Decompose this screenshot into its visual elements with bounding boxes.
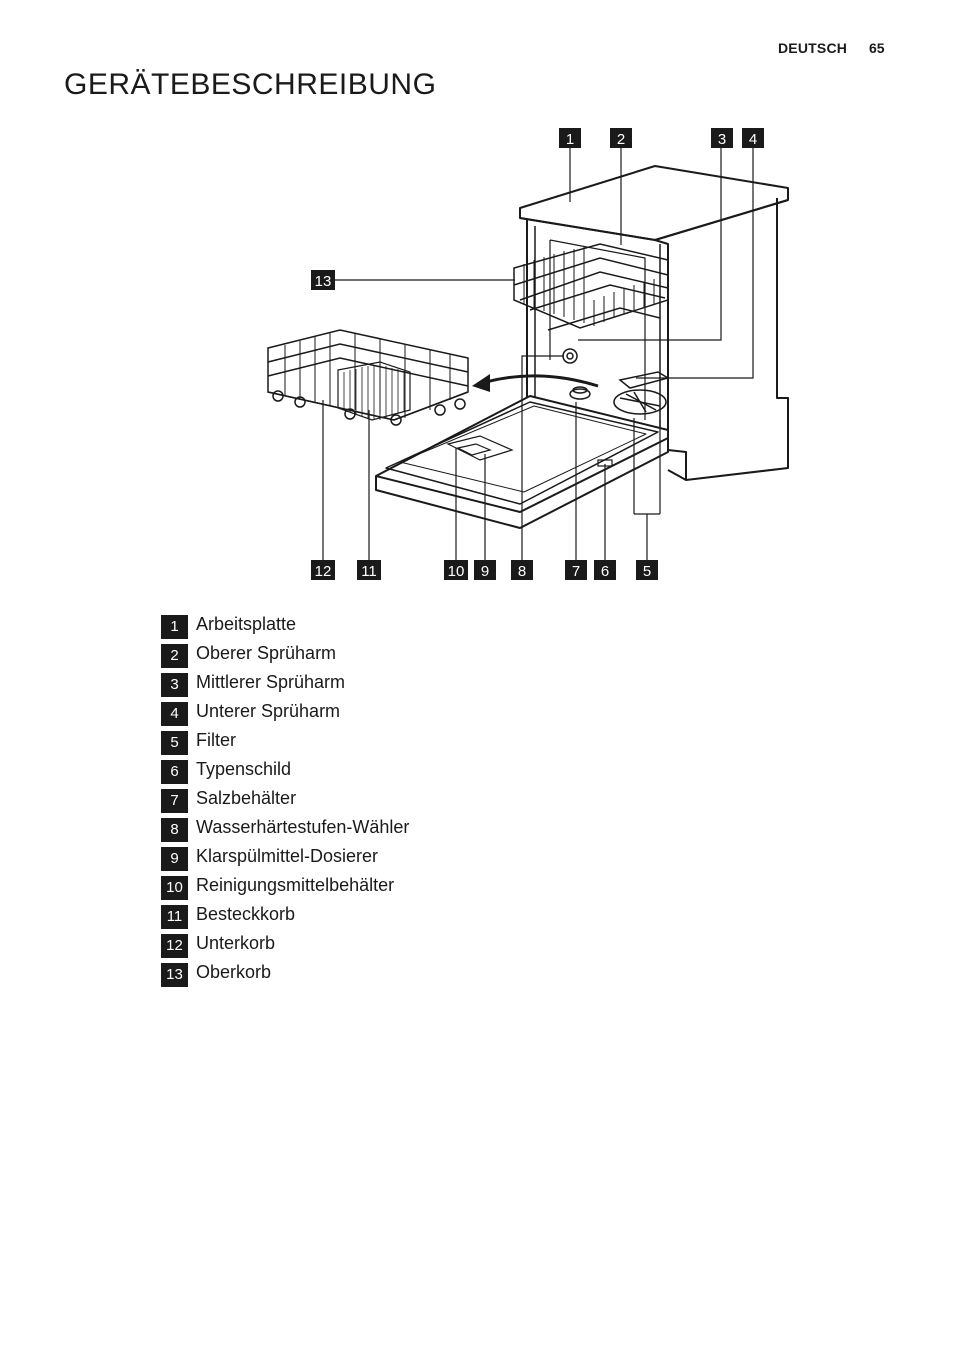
legend-label: Reinigungsmittelbehälter <box>196 875 395 895</box>
legend-item: 3 Mittlerer Sprüharm <box>161 668 409 697</box>
legend-number: 2 <box>161 643 188 668</box>
detergent-dispenser <box>446 435 514 461</box>
legend-item: 5 Filter <box>161 726 409 755</box>
callout-9-box <box>474 560 496 580</box>
callout-2-box <box>610 128 632 148</box>
diagram-callouts: 1 2 3 4 13 12 11 10 9 8 7 6 5 <box>311 128 764 580</box>
legend-label: Unterkorb <box>196 933 276 953</box>
callout-11: 11 <box>361 563 377 580</box>
legend-item: 9 Klarspülmittel-Dosierer <box>161 842 409 871</box>
callout-8: 8 <box>518 563 526 580</box>
legend-number: 9 <box>161 846 188 871</box>
legend-item: 7 Salzbehälter <box>161 784 409 813</box>
legend-item: 1 Arbeitsplatte <box>161 610 409 639</box>
callout-13: 13 <box>315 273 332 290</box>
callout-4: 4 <box>749 131 757 148</box>
callout-2: 2 <box>617 131 625 148</box>
callout-4-box <box>742 128 764 148</box>
legend-item: 13 Oberkorb <box>161 958 409 987</box>
callout-10-box <box>444 560 468 580</box>
callout-3: 3 <box>718 131 726 148</box>
callout-7-box <box>565 560 587 580</box>
callout-9: 9 <box>481 563 489 580</box>
salt-container <box>569 386 591 400</box>
callout-1-box <box>559 128 581 148</box>
legend-item: 2 Oberer Sprüharm <box>161 639 409 668</box>
dishwasher-diagram: 1 2 3 4 13 12 11 10 9 8 7 6 5 <box>267 128 789 580</box>
legend-label: Salzbehälter <box>196 788 297 808</box>
upper-basket <box>513 243 669 331</box>
leader-lines <box>322 148 754 560</box>
legend-label: Typenschild <box>196 759 292 779</box>
legend-label: Klarspülmittel-Dosierer <box>196 846 379 866</box>
legend-label: Wasserhärtestufen-Wähler <box>196 817 410 837</box>
legend-label: Filter <box>196 730 236 750</box>
callout-13-box <box>311 270 335 290</box>
callout-6-box <box>594 560 616 580</box>
lower-basket <box>267 329 469 426</box>
callout-6: 6 <box>601 563 609 580</box>
legend-label: Arbeitsplatte <box>196 614 297 634</box>
legend-item: 10 Reinigungsmittelbehälter <box>161 871 409 900</box>
worktop <box>519 165 789 241</box>
callout-12: 12 <box>315 563 332 580</box>
legend-number: 5 <box>161 730 188 755</box>
removal-arrow <box>472 374 599 392</box>
callout-10: 10 <box>448 563 465 580</box>
callout-7: 7 <box>572 563 580 580</box>
legend-number: 6 <box>161 759 188 784</box>
legend-item: 6 Typenschild <box>161 755 409 784</box>
legend-number: 10 <box>161 875 188 900</box>
callout-1: 1 <box>566 131 574 148</box>
legend-number: 1 <box>161 614 188 639</box>
legend-number: 13 <box>161 962 188 987</box>
legend-label: Besteckkorb <box>196 904 296 924</box>
callout-3-box <box>711 128 733 148</box>
header-language: DEUTSCH <box>778 40 848 56</box>
legend-label: Oberer Sprüharm <box>196 643 337 663</box>
legend-number: 12 <box>161 933 188 958</box>
legend-number: 7 <box>161 788 188 813</box>
legend-label: Unterer Sprüharm <box>196 701 341 721</box>
callout-12-box <box>311 560 335 580</box>
legend-number: 8 <box>161 817 188 842</box>
water-hardness-dial <box>562 348 578 364</box>
callout-11-box <box>357 560 381 580</box>
legend-item: 11 Besteckkorb <box>161 900 409 929</box>
legend-label: Mittlerer Sprüharm <box>196 672 346 692</box>
cutlery-basket <box>337 361 411 421</box>
callout-8-box <box>511 560 533 580</box>
legend-item: 12 Unterkorb <box>161 929 409 958</box>
callout-5: 5 <box>643 563 651 580</box>
legend-number: 4 <box>161 701 188 726</box>
page-number: 65 <box>869 40 885 56</box>
legend-item: 8 Wasserhärtestufen-Wähler <box>161 813 409 842</box>
parts-legend: 1 Arbeitsplatte 2 Oberer Sprüharm 3 Mittler… <box>161 610 409 987</box>
legend-label: Oberkorb <box>196 962 272 982</box>
legend-item: 4 Unterer Sprüharm <box>161 697 409 726</box>
callout-5-box <box>636 560 658 580</box>
legend-number: 3 <box>161 672 188 697</box>
legend-number: 11 <box>161 904 188 929</box>
page-title: GERÄTEBESCHREIBUNG <box>64 68 437 101</box>
